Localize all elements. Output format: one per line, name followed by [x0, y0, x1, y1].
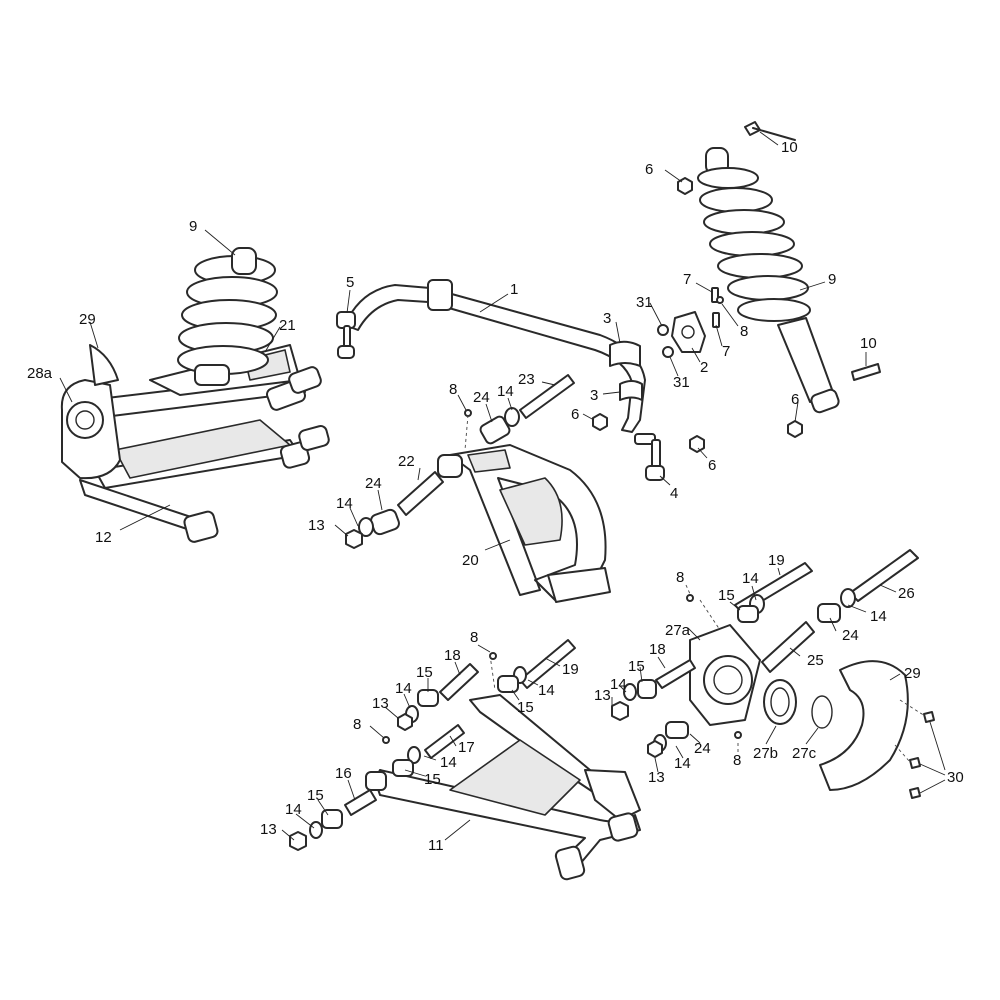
callout-6: 6: [571, 406, 579, 423]
callout-29: 29: [79, 311, 96, 328]
callout-24: 24: [473, 389, 490, 406]
callout-3: 3: [603, 310, 611, 327]
callout-6: 6: [708, 457, 716, 474]
callout-11: 11: [428, 837, 444, 854]
callout-4: 4: [670, 485, 678, 502]
callout-8: 8: [449, 381, 457, 398]
callout-27c: 27c: [792, 745, 817, 762]
small-fasteners: [382, 121, 803, 744]
callout-26: 26: [898, 585, 915, 602]
callout-9: 9: [828, 271, 836, 288]
callout-10: 10: [860, 335, 877, 352]
coil-over-shock: [697, 147, 881, 414]
callout-28a: 28a: [27, 365, 53, 382]
callout-14: 14: [395, 680, 412, 697]
callout-14: 14: [742, 570, 759, 587]
callout-3: 3: [590, 387, 598, 404]
callout-15: 15: [416, 664, 433, 681]
callout-14: 14: [870, 608, 887, 625]
callout-27a: 27a: [665, 622, 691, 639]
leader-lines: [59, 131, 946, 841]
callout-18: 18: [649, 641, 666, 658]
bushing-set: [345, 374, 919, 673]
callout-15: 15: [718, 587, 735, 604]
callout-7: 7: [722, 343, 730, 360]
callout-7: 7: [683, 271, 691, 288]
callout-14: 14: [674, 755, 691, 772]
callout-29: 29: [904, 665, 921, 682]
callout-2: 2: [700, 359, 708, 376]
callout-19: 19: [562, 661, 579, 678]
callout-24: 24: [842, 627, 859, 644]
callout-6: 6: [791, 391, 799, 408]
callout-14: 14: [538, 682, 555, 699]
callout-21: 21: [279, 317, 296, 334]
callout-15: 15: [517, 699, 534, 716]
callout-1: 1: [510, 281, 518, 298]
callout-13: 13: [594, 687, 611, 704]
callout-20: 20: [462, 552, 479, 569]
callout-8: 8: [470, 629, 478, 646]
callout-14: 14: [440, 754, 457, 771]
callout-labels: 10 6 9 5 1 7 9 29 21 3 31 8 7 28a 2 31 1…: [27, 139, 964, 854]
hub-knuckle-assembly: [611, 624, 935, 799]
callout-24: 24: [365, 475, 382, 492]
callout-5: 5: [346, 274, 354, 291]
callout-25: 25: [807, 652, 824, 669]
callout-8: 8: [676, 569, 684, 586]
callout-13: 13: [260, 821, 277, 838]
callout-18: 18: [444, 647, 461, 664]
upper-a-arm: [437, 444, 611, 603]
callout-8: 8: [733, 752, 741, 769]
callout-23: 23: [518, 371, 535, 388]
callout-14: 14: [497, 383, 514, 400]
callout-15: 15: [628, 658, 645, 675]
callout-6: 6: [645, 161, 653, 178]
callout-14: 14: [285, 801, 302, 818]
assembled-front-corner: [60, 247, 330, 543]
callout-19: 19: [768, 552, 785, 569]
callout-16: 16: [335, 765, 352, 782]
callout-13: 13: [372, 695, 389, 712]
callout-31: 31: [673, 374, 690, 391]
callout-8: 8: [740, 323, 748, 340]
callout-10: 10: [781, 139, 798, 156]
callout-22: 22: [398, 453, 415, 470]
anti-roll-bar: [336, 279, 706, 481]
callout-8: 8: [353, 716, 361, 733]
callout-15: 15: [424, 771, 441, 788]
callout-24: 24: [694, 740, 711, 757]
callout-30: 30: [947, 769, 964, 786]
lower-a-arm: [289, 639, 641, 881]
callout-27b: 27b: [753, 745, 778, 762]
callout-13: 13: [308, 517, 325, 534]
callout-14: 14: [610, 676, 627, 693]
callout-13: 13: [648, 769, 665, 786]
callout-14: 14: [336, 495, 353, 512]
callout-12: 12: [95, 529, 112, 546]
callout-9: 9: [189, 218, 197, 235]
callout-17: 17: [458, 739, 475, 756]
callout-15: 15: [307, 787, 324, 804]
callout-31: 31: [636, 294, 653, 311]
